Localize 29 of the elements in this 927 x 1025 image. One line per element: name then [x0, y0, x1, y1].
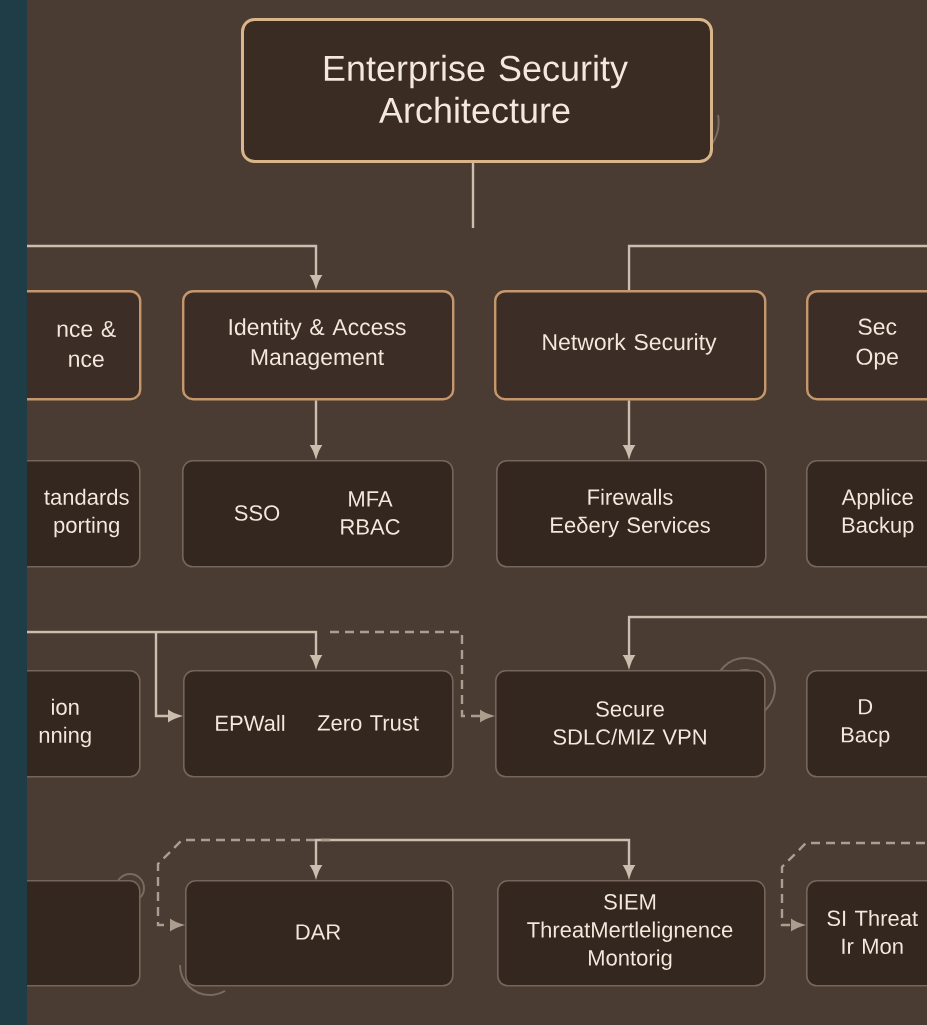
category-box: Network Security [494, 290, 767, 401]
item-box: tandards porting [27, 460, 141, 568]
connector-line [471, 163, 475, 228]
category-box: Sec Ope [806, 290, 927, 401]
arrow [27, 630, 322, 667]
arrow [310, 838, 635, 877]
empty-box [27, 880, 141, 987]
arrow [156, 838, 330, 931]
category-box: nce & nce [27, 290, 142, 401]
item-box: D Bacp [806, 670, 927, 778]
item-box: DAR [185, 880, 454, 987]
arrow [154, 632, 180, 722]
arrow [330, 630, 492, 722]
item-box: Secure SDLC/MIZ VPN [495, 670, 766, 778]
arrow [623, 615, 927, 667]
item-box: SI Threat Ir Mon [806, 880, 927, 987]
item-box: ion nning [27, 670, 141, 778]
item-box: EPWall Zero Trust [183, 670, 454, 778]
item-box: Applice Backup [806, 460, 927, 568]
title-box: Enterprise Security Architecture [241, 18, 713, 163]
item-box: Firewalls Eeδery Services [496, 460, 767, 568]
category-box: Identity & Access Management [182, 290, 455, 401]
arrow [310, 400, 322, 457]
item-box: SSO MFA RBAC [182, 460, 454, 568]
arrow [780, 841, 927, 931]
connector-line [627, 244, 927, 290]
item-box: SIEM ThreatMertlelignence Montorig [497, 880, 766, 987]
arrow [27, 244, 322, 287]
arrow [623, 400, 635, 457]
